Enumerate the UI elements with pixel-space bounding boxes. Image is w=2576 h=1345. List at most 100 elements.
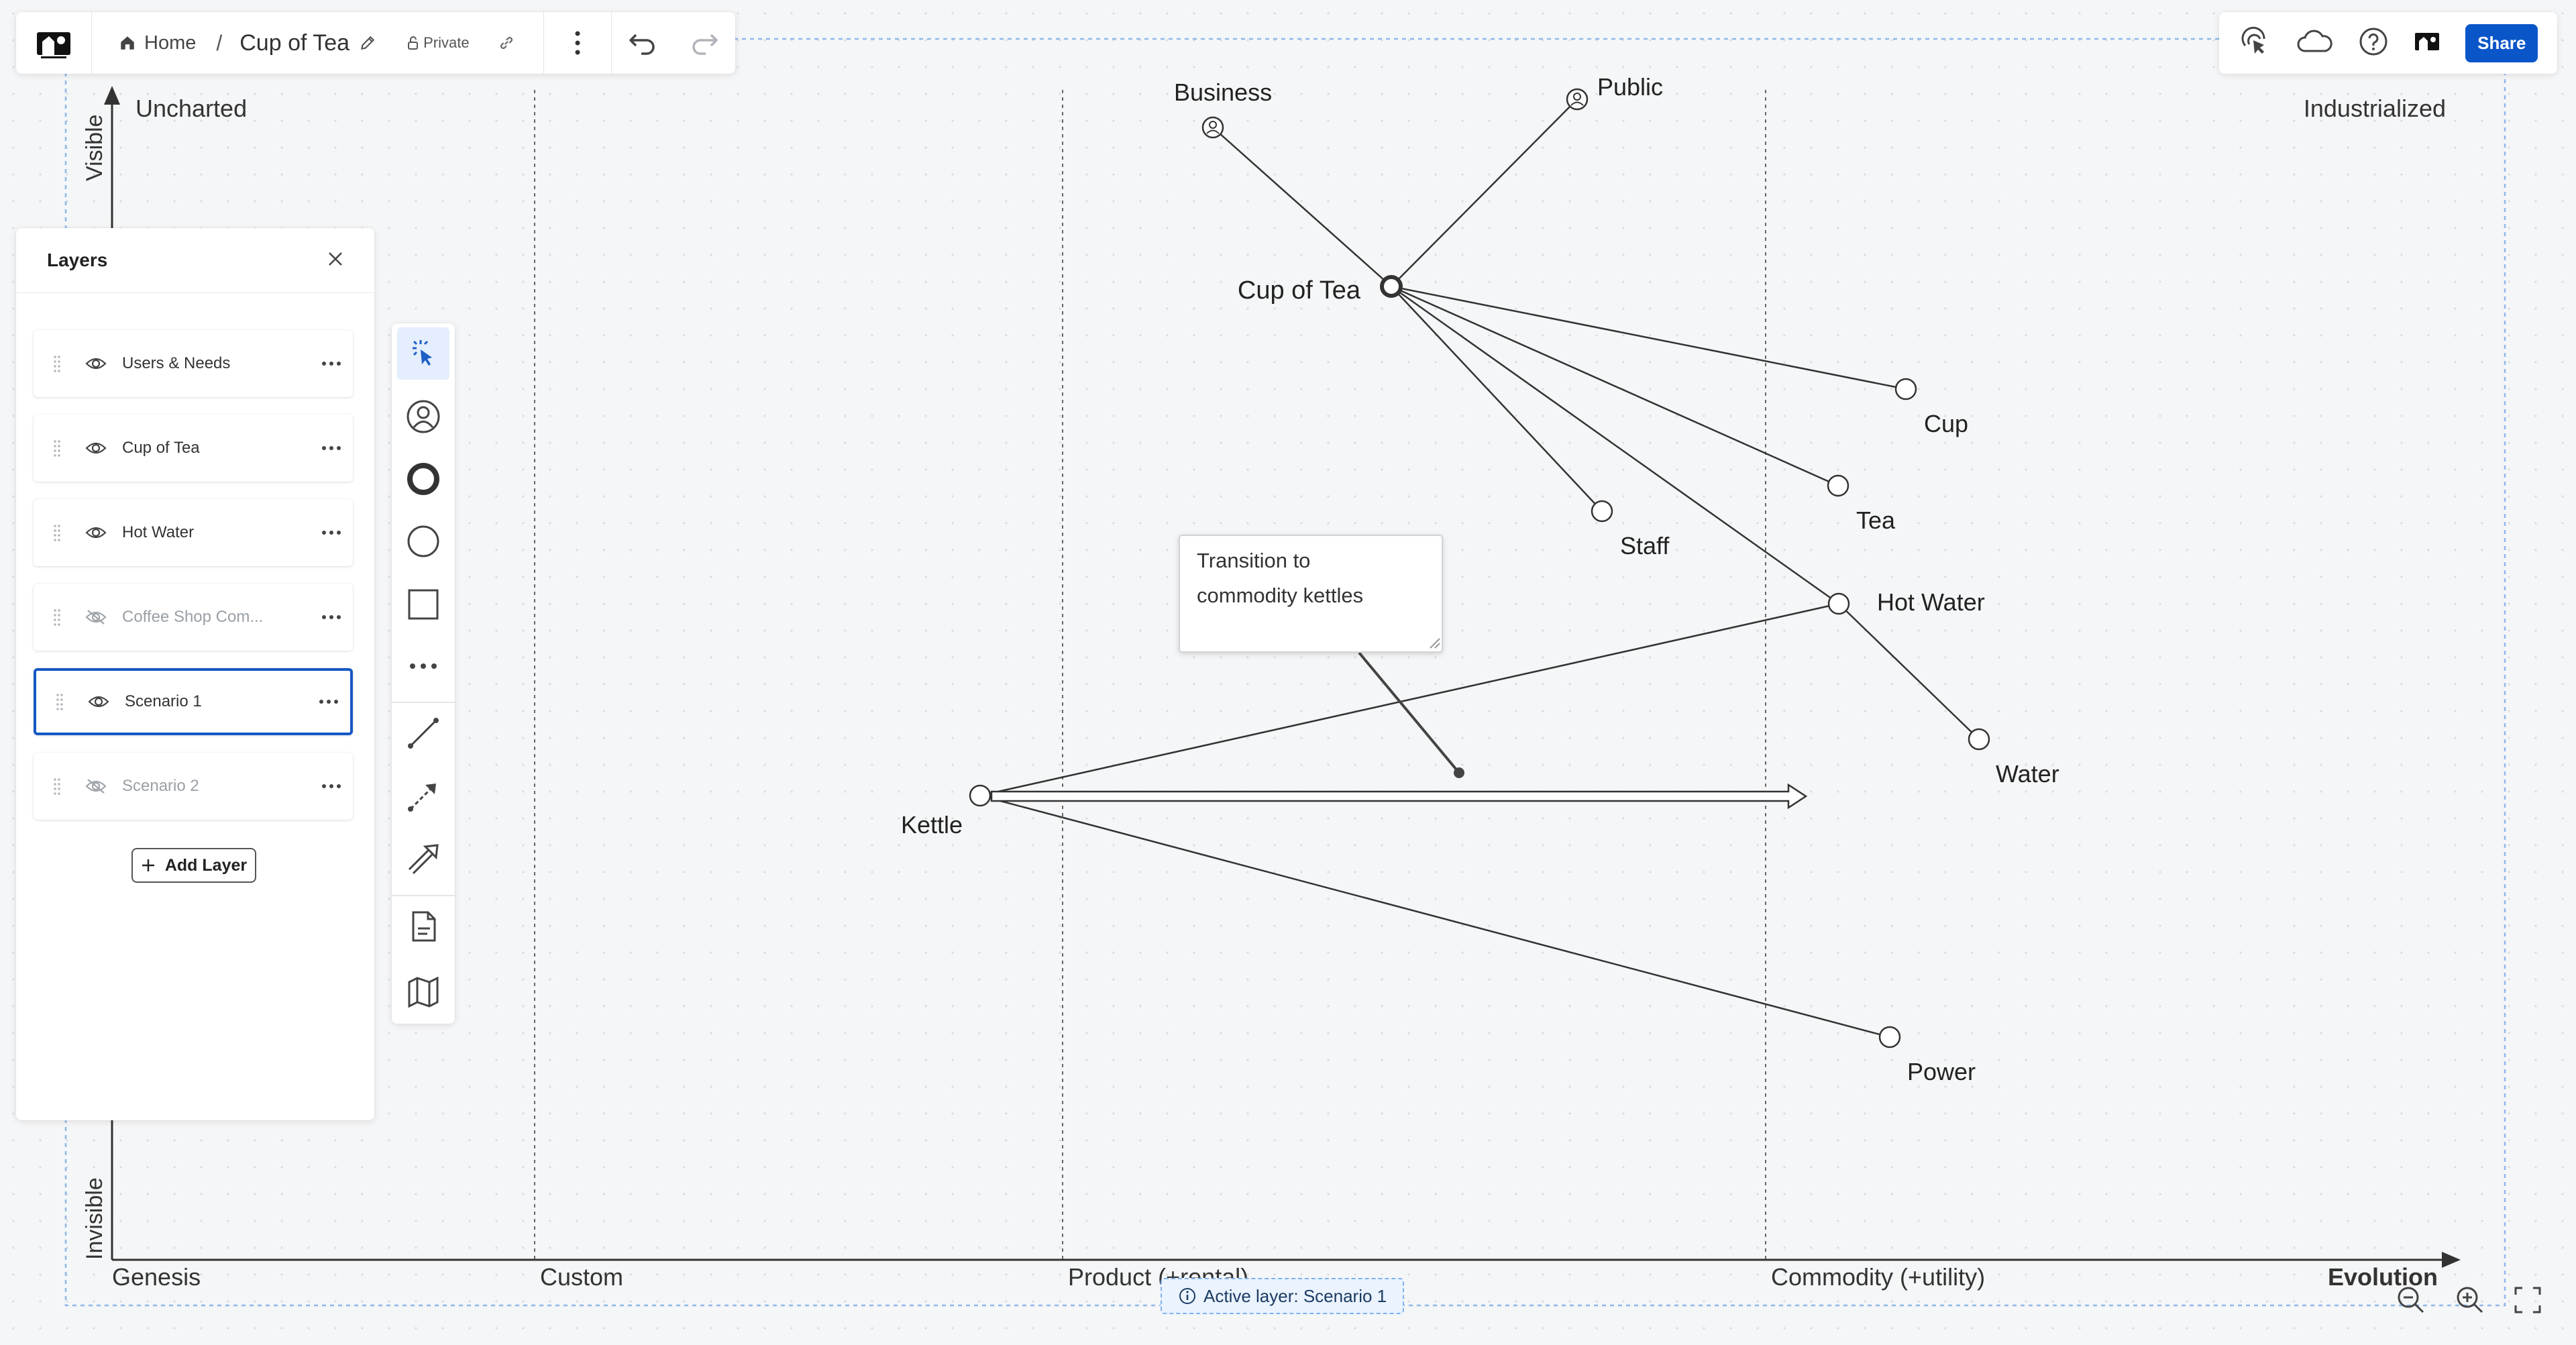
zoom-out-icon[interactable] <box>2395 1284 2427 1320</box>
plus-icon <box>142 859 154 871</box>
add-layer-button[interactable]: Add Layer <box>131 848 256 883</box>
stage-genesis: Genesis <box>112 1263 201 1291</box>
invisible-label: Invisible <box>82 1177 107 1260</box>
layer-item[interactable]: Scenario 2 <box>34 753 353 820</box>
node-hot-water[interactable]: Hot Water <box>1827 588 1985 616</box>
link-cupoftea-hotwater <box>1391 285 1839 605</box>
layer-menu-icon[interactable] <box>307 699 350 704</box>
visibility-label: Private <box>423 34 470 51</box>
evolve-line-tool[interactable] <box>397 770 449 822</box>
eye-off-icon[interactable] <box>79 608 113 627</box>
eye-off-icon[interactable] <box>79 777 113 796</box>
line-tool[interactable] <box>397 707 449 759</box>
eye-icon[interactable] <box>79 523 113 542</box>
layer-name: Cup of Tea <box>122 439 200 457</box>
redo-icon[interactable] <box>674 12 735 74</box>
cloud-icon[interactable] <box>2296 28 2333 58</box>
more-horizontal-icon <box>410 663 437 669</box>
layer-item[interactable]: Coffee Shop Com... <box>34 584 353 651</box>
layer-menu-icon[interactable] <box>310 614 353 620</box>
layer-item[interactable]: Hot Water <box>34 499 353 566</box>
drag-handle-icon[interactable] <box>36 692 82 711</box>
close-icon[interactable] <box>326 250 345 272</box>
top-right-toolbar: Share <box>2219 12 2557 74</box>
tool-divider <box>392 702 455 703</box>
note-tool[interactable] <box>397 900 449 953</box>
node-kettle[interactable]: Kettle <box>901 784 991 839</box>
zoom-controls <box>2381 1280 2556 1323</box>
node-power[interactable]: Power <box>1878 1026 1976 1085</box>
layer-menu-icon[interactable] <box>310 530 353 535</box>
cursor-sparkle-icon <box>413 340 432 366</box>
eye-icon[interactable] <box>79 354 113 373</box>
layer-menu-icon[interactable] <box>310 361 353 366</box>
share-button[interactable]: Share <box>2465 23 2538 62</box>
note-line-1: Transition to <box>1197 549 1310 572</box>
need-tool[interactable] <box>397 453 449 505</box>
unlock-icon <box>408 36 419 50</box>
layer-name: Hot Water <box>122 523 195 541</box>
home-link[interactable]: Home <box>119 32 196 54</box>
evolve-arrow-tool[interactable] <box>397 833 449 885</box>
help-icon[interactable] <box>2358 26 2389 60</box>
node-cup[interactable]: Cup <box>1894 378 1968 437</box>
zoom-in-icon[interactable] <box>2454 1284 2486 1320</box>
node-label: Cup of Tea <box>1238 276 1361 305</box>
drag-handle-icon[interactable] <box>34 608 79 627</box>
layer-item[interactable]: Cup of Tea <box>34 415 353 482</box>
thick-circle-icon <box>407 463 439 495</box>
note-pointer-dot <box>1454 767 1464 778</box>
app-logo-icon[interactable] <box>16 12 92 74</box>
map-tool[interactable] <box>397 966 449 1018</box>
link-cupoftea-tea <box>1391 285 1839 487</box>
select-tool[interactable] <box>397 327 449 380</box>
add-layer-label: Add Layer <box>164 855 248 875</box>
node-tea[interactable]: Tea <box>1827 474 1896 534</box>
circle-icon <box>407 525 439 557</box>
active-layer-badge: Active layer: Scenario 1 <box>1161 1278 1405 1314</box>
note-line-2: commodity kettles <box>1197 584 1363 607</box>
document-icon <box>412 911 436 942</box>
note-box[interactable]: Transition to commodity kettles <box>1179 535 1443 653</box>
more-vertical-icon[interactable] <box>544 12 612 74</box>
node-cup-of-tea[interactable]: Cup of Tea <box>1238 275 1403 305</box>
stage-custom: Custom <box>540 1263 623 1291</box>
pencil-icon[interactable] <box>359 34 376 52</box>
brand-icon[interactable] <box>2414 30 2440 56</box>
evolve-arrow[interactable] <box>990 783 1808 810</box>
eye-icon[interactable] <box>82 692 115 711</box>
layer-item[interactable]: Users & Needs <box>34 330 353 397</box>
drag-handle-icon[interactable] <box>34 777 79 796</box>
breadcrumb-separator: / <box>216 30 223 55</box>
fullscreen-icon[interactable] <box>2513 1285 2542 1318</box>
layer-menu-icon[interactable] <box>310 784 353 789</box>
map-title[interactable]: Cup of Tea <box>239 30 350 56</box>
node-water[interactable]: Water <box>1968 728 2059 788</box>
stage-evolution: Evolution <box>2328 1263 2438 1291</box>
drag-handle-icon[interactable] <box>34 439 79 458</box>
node-business[interactable]: Business <box>1174 78 1272 139</box>
eye-icon[interactable] <box>79 439 113 458</box>
rectangle-tool[interactable] <box>397 578 449 631</box>
node-staff[interactable]: Staff <box>1591 500 1670 559</box>
layer-menu-icon[interactable] <box>310 445 353 451</box>
map-icon <box>408 976 439 1008</box>
component-tool[interactable] <box>397 515 449 568</box>
link-hotwater-water <box>1838 603 1980 740</box>
drag-handle-icon[interactable] <box>34 523 79 542</box>
layer-name: Coffee Shop Com... <box>122 608 264 626</box>
undo-icon[interactable] <box>612 12 674 74</box>
visibility-toggle[interactable]: Private <box>407 34 470 52</box>
layer-item[interactable]: Scenario 1 <box>34 668 353 735</box>
more-tools[interactable] <box>397 640 449 692</box>
pointer-broadcast-icon[interactable] <box>2239 25 2271 61</box>
top-toolbar: Home / Cup of Tea Private <box>16 12 735 74</box>
drag-handle-icon[interactable] <box>34 354 79 373</box>
link-kettle-power <box>979 794 1890 1038</box>
node-public[interactable]: Public <box>1566 73 1663 111</box>
line-icon <box>408 718 439 749</box>
user-tool[interactable] <box>397 390 449 443</box>
link-icon[interactable] <box>498 34 515 52</box>
node-label: Public <box>1597 73 1663 101</box>
